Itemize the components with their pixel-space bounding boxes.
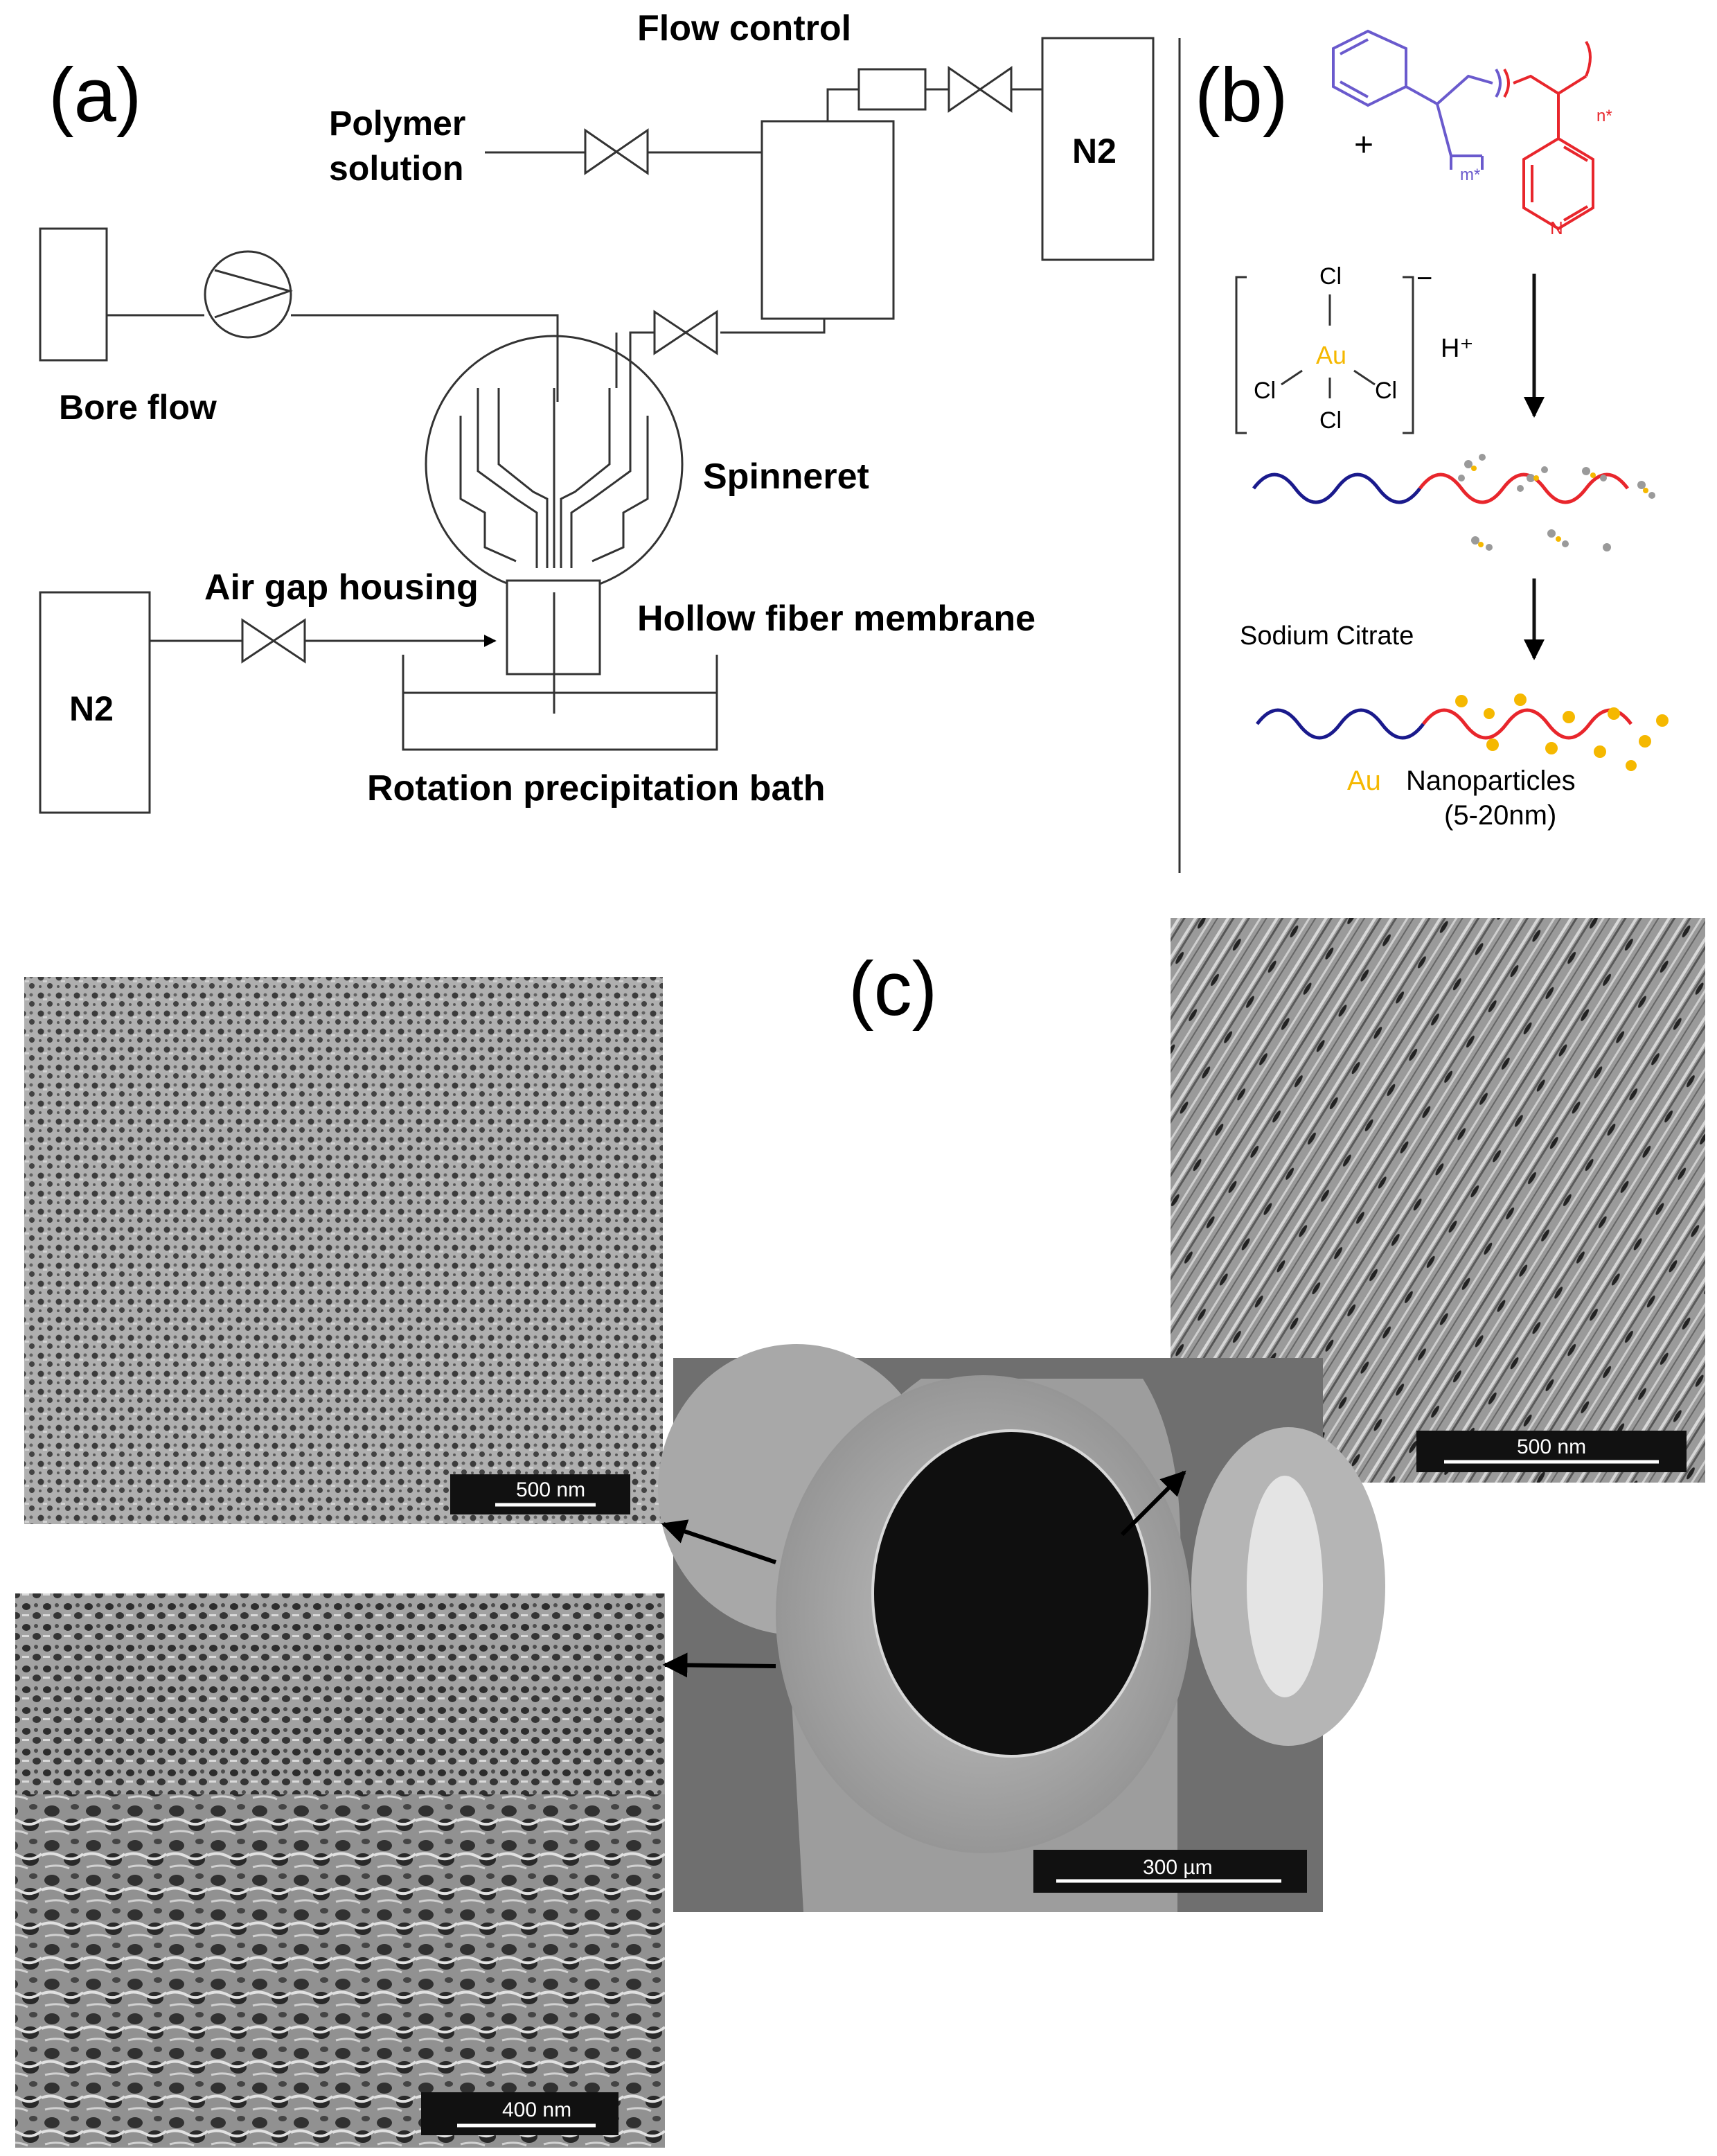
block-copolymer-chain-complexed xyxy=(1252,454,1655,551)
rotation-bath-label: Rotation precipitation bath xyxy=(367,768,826,808)
pump-icon xyxy=(204,250,293,339)
plus-sign: + xyxy=(1354,127,1373,164)
valve-flow-control xyxy=(948,66,1013,113)
ps-block-structure xyxy=(1332,29,1502,170)
scale-label-bottom-left: 400 nm xyxy=(502,2098,571,2121)
scale-bar-top-right xyxy=(1416,1431,1687,1472)
au-atom: Au xyxy=(1316,341,1346,369)
sem-center-hollow-fiber: 300 µm xyxy=(658,1344,1385,1912)
au-np-prefix: Au xyxy=(1347,766,1381,796)
pyridine-n-atom: N xyxy=(1550,218,1563,238)
size-range-label: (5-20nm) xyxy=(1444,800,1556,831)
sem-top-left: 500 nm xyxy=(24,977,663,1524)
n2-tank-top xyxy=(1041,37,1155,261)
cl-left: Cl xyxy=(1254,378,1276,404)
hollow-fiber-membrane-label: Hollow fiber membrane xyxy=(637,599,1035,639)
cl-right: Cl xyxy=(1375,378,1397,404)
polymer-solution-label-1: Polymer xyxy=(329,104,465,143)
arrow-to-outer-surface xyxy=(661,1519,776,1564)
panel-a-label: (a) xyxy=(48,53,141,138)
sodium-citrate-label: Sodium Citrate xyxy=(1240,621,1414,651)
panel-a: (a) Flow control N2 Polymer solution Bor… xyxy=(39,8,1155,814)
panel-b-label: (b) xyxy=(1195,53,1288,138)
cl-top: Cl xyxy=(1319,263,1342,290)
scale-bar-bottom-left xyxy=(421,2092,619,2135)
cl-bottom: Cl xyxy=(1319,407,1342,434)
n2-tank-bottom xyxy=(39,591,151,814)
polymer-solution-label-2: solution xyxy=(329,149,463,188)
bore-fluid-tank xyxy=(39,227,108,362)
scale-label-center: 300 µm xyxy=(1143,1856,1213,1879)
polymer-tank xyxy=(760,120,895,320)
bore-flow-label: Bore flow xyxy=(59,388,217,427)
spinneret-icon xyxy=(425,335,684,594)
fiber-lumen xyxy=(873,1431,1150,1756)
p4vp-block-structure xyxy=(1503,40,1594,231)
flow-control-label: Flow control xyxy=(637,8,851,48)
air-gap-housing-label: Air gap housing xyxy=(204,567,479,608)
precipitation-bath xyxy=(402,655,718,751)
arrow-to-cross-section xyxy=(662,1652,776,1678)
haucl4-structure: Cl Au Cl Cl Cl − H⁺ xyxy=(1235,263,1474,434)
valve-polymer xyxy=(584,128,649,175)
scale-bar-top-left xyxy=(450,1474,630,1514)
nanoparticles-label: Nanoparticles xyxy=(1406,766,1576,796)
m-subscript: m* xyxy=(1460,166,1480,184)
panel-c: (c) 500 nm 500 nm 30 xyxy=(15,918,1705,2148)
n2-bottom-label: N2 xyxy=(69,689,114,728)
valve-spinneret xyxy=(653,310,718,355)
n2-top-label: N2 xyxy=(1072,132,1117,170)
charge-minus: − xyxy=(1416,263,1432,294)
arrow-to-inner-surface xyxy=(1120,1470,1186,1537)
n-subscript: n* xyxy=(1596,107,1612,125)
scale-label-top-left: 500 nm xyxy=(516,1478,585,1501)
flow-controller-box xyxy=(857,68,927,111)
panel-b: (b) + m* n* N xyxy=(1195,29,1669,831)
scale-bar-center xyxy=(1033,1850,1307,1893)
valve-air-gap xyxy=(241,618,306,664)
sem-bottom-left: 400 nm xyxy=(15,1593,665,2148)
block-copolymer-chain-au-np xyxy=(1256,693,1669,771)
spinneret-label: Spinneret xyxy=(703,457,869,497)
scale-label-top-right: 500 nm xyxy=(1517,1435,1586,1458)
h-plus: H⁺ xyxy=(1441,334,1474,363)
panel-c-label: (c) xyxy=(848,946,937,1032)
